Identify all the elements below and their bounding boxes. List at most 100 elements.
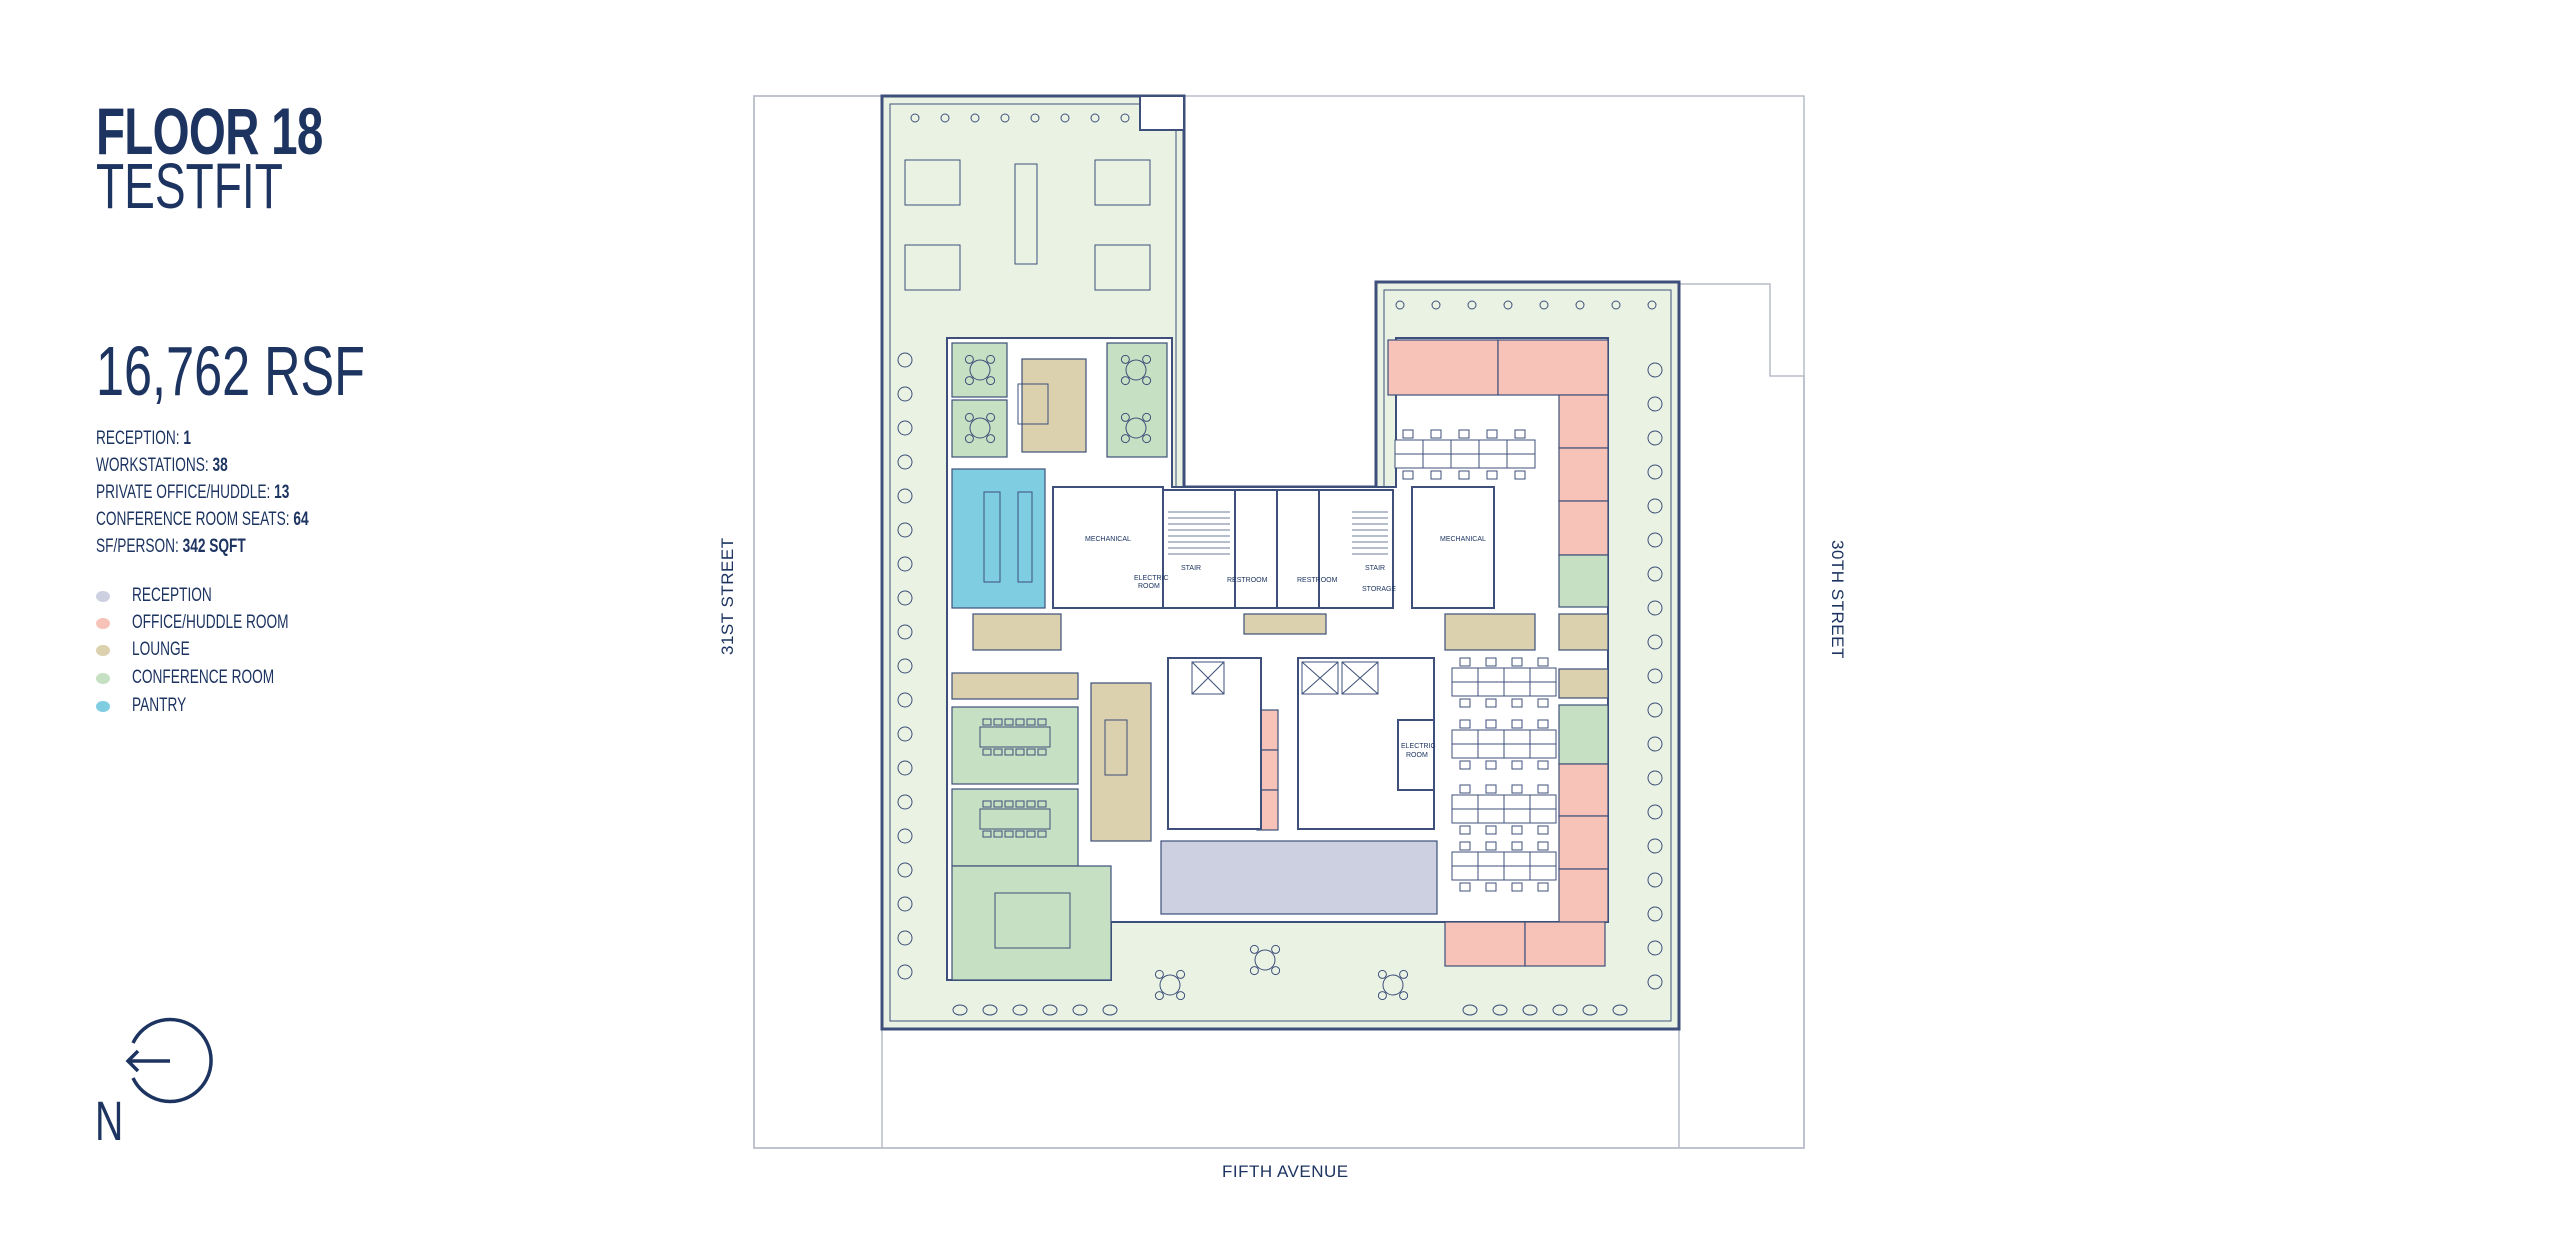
- floor-title-text: FLOOR 18: [96, 94, 323, 168]
- chair-icon: [1026, 830, 1036, 838]
- chair-icon: [1511, 841, 1523, 851]
- chair-icon: [964, 354, 974, 364]
- workstation-desk: [1477, 808, 1505, 824]
- lounge: [1243, 613, 1327, 635]
- chair-icon: [982, 748, 992, 756]
- chair-icon: [993, 830, 1003, 838]
- chair-icon: [1485, 825, 1497, 835]
- chair-icon: [964, 376, 974, 386]
- chair-icon: [1511, 784, 1523, 794]
- planter: [940, 113, 950, 123]
- chair-icon: [1004, 718, 1014, 726]
- huddle-room: [1558, 815, 1609, 870]
- stairs: [1168, 511, 1388, 555]
- planter: [1030, 113, 1040, 123]
- chair-icon: [1399, 969, 1409, 979]
- chair-icon: [1514, 429, 1526, 439]
- lounge: [972, 613, 1062, 651]
- planter: [1000, 113, 1010, 123]
- chair-icon: [1249, 944, 1259, 954]
- room-label-electric: ROOM: [1406, 752, 1428, 759]
- chair-icon: [1176, 969, 1186, 979]
- planter: [897, 386, 913, 402]
- chair-icon: [1485, 841, 1497, 851]
- workstation-desk: [1478, 439, 1508, 455]
- workstation-desk: [1477, 667, 1505, 683]
- site-outline: [753, 95, 1805, 1149]
- room-label-stair: STAIR: [1181, 565, 1201, 572]
- lounge: [1444, 613, 1536, 651]
- chair-icon: [986, 434, 996, 444]
- planter: [1467, 300, 1477, 310]
- planter: [1539, 300, 1549, 310]
- chair-icon: [1459, 698, 1471, 708]
- sofa: [1094, 159, 1151, 206]
- stat-reception: RECEPTION: 1: [96, 428, 192, 449]
- planter: [1060, 113, 1070, 123]
- planter: [897, 828, 913, 844]
- room-label-mechanical: MECHANICAL: [1085, 536, 1131, 543]
- chair-icon: [1271, 966, 1281, 976]
- stat-conference-seats: CONFERENCE ROOM SEATS: 64: [96, 509, 309, 530]
- pantry: [951, 468, 1046, 609]
- workstation-desk: [1477, 851, 1505, 867]
- lounge: [1558, 668, 1609, 699]
- chair-icon: [982, 830, 992, 838]
- chair-icon: [1154, 969, 1164, 979]
- planter: [897, 896, 913, 912]
- chair-icon: [1537, 698, 1549, 708]
- chair-icon: [1037, 718, 1047, 726]
- workstation-desk: [1422, 453, 1452, 469]
- chair-icon: [1537, 719, 1549, 729]
- chair-icon: [1015, 748, 1025, 756]
- planter: [970, 113, 980, 123]
- workstation-desk: [1477, 681, 1505, 697]
- chair-icon: [1486, 429, 1498, 439]
- chair-icon: [1430, 470, 1442, 480]
- chair-icon: [986, 412, 996, 422]
- workstation-desk: [1394, 439, 1424, 455]
- planter: [1647, 396, 1663, 412]
- planter: [1647, 668, 1663, 684]
- chair-icon: [1120, 376, 1130, 386]
- chair-icon: [1015, 800, 1025, 808]
- area-rsf: 16,762 RSF: [96, 336, 470, 406]
- huddle-room: [1558, 447, 1609, 502]
- workstation-desk: [1451, 681, 1479, 697]
- workstation-desk: [1450, 453, 1480, 469]
- stat-sf-per-person: SF/PERSON: 342 SQFT: [96, 536, 246, 557]
- planter: [897, 658, 913, 674]
- chair-icon: [1511, 719, 1523, 729]
- workstation-desk: [1529, 808, 1557, 824]
- planter: [897, 794, 913, 810]
- workstation-desk: [1503, 794, 1531, 810]
- chair-icon: [1459, 841, 1471, 851]
- round-table: [1254, 949, 1276, 971]
- floor-subtitle: TESTFIT: [96, 154, 356, 218]
- table: [979, 726, 1051, 748]
- stat-workstations: WORKSTATIONS: 38: [96, 455, 228, 476]
- planter: [982, 1004, 998, 1016]
- round-table: [1159, 974, 1181, 996]
- chair-icon: [964, 412, 974, 422]
- chair-icon: [1004, 748, 1014, 756]
- planter: [1647, 430, 1663, 446]
- chair-icon: [1459, 719, 1471, 729]
- chair-icon: [1537, 882, 1549, 892]
- conference-room: [951, 342, 1008, 398]
- chair-icon: [1015, 830, 1025, 838]
- planter: [897, 930, 913, 946]
- planter: [897, 488, 913, 504]
- chair-icon: [1377, 969, 1387, 979]
- planter: [897, 726, 913, 742]
- private-office: [1524, 921, 1606, 967]
- conference-room: [951, 865, 1112, 981]
- workstation-desk: [1451, 865, 1479, 881]
- chair-icon: [1537, 784, 1549, 794]
- corner-shaft: [1139, 95, 1185, 131]
- planter: [1582, 1004, 1598, 1016]
- chair-icon: [1154, 991, 1164, 1001]
- workstation-desk: [1477, 794, 1505, 810]
- workstation-desk: [1451, 794, 1479, 810]
